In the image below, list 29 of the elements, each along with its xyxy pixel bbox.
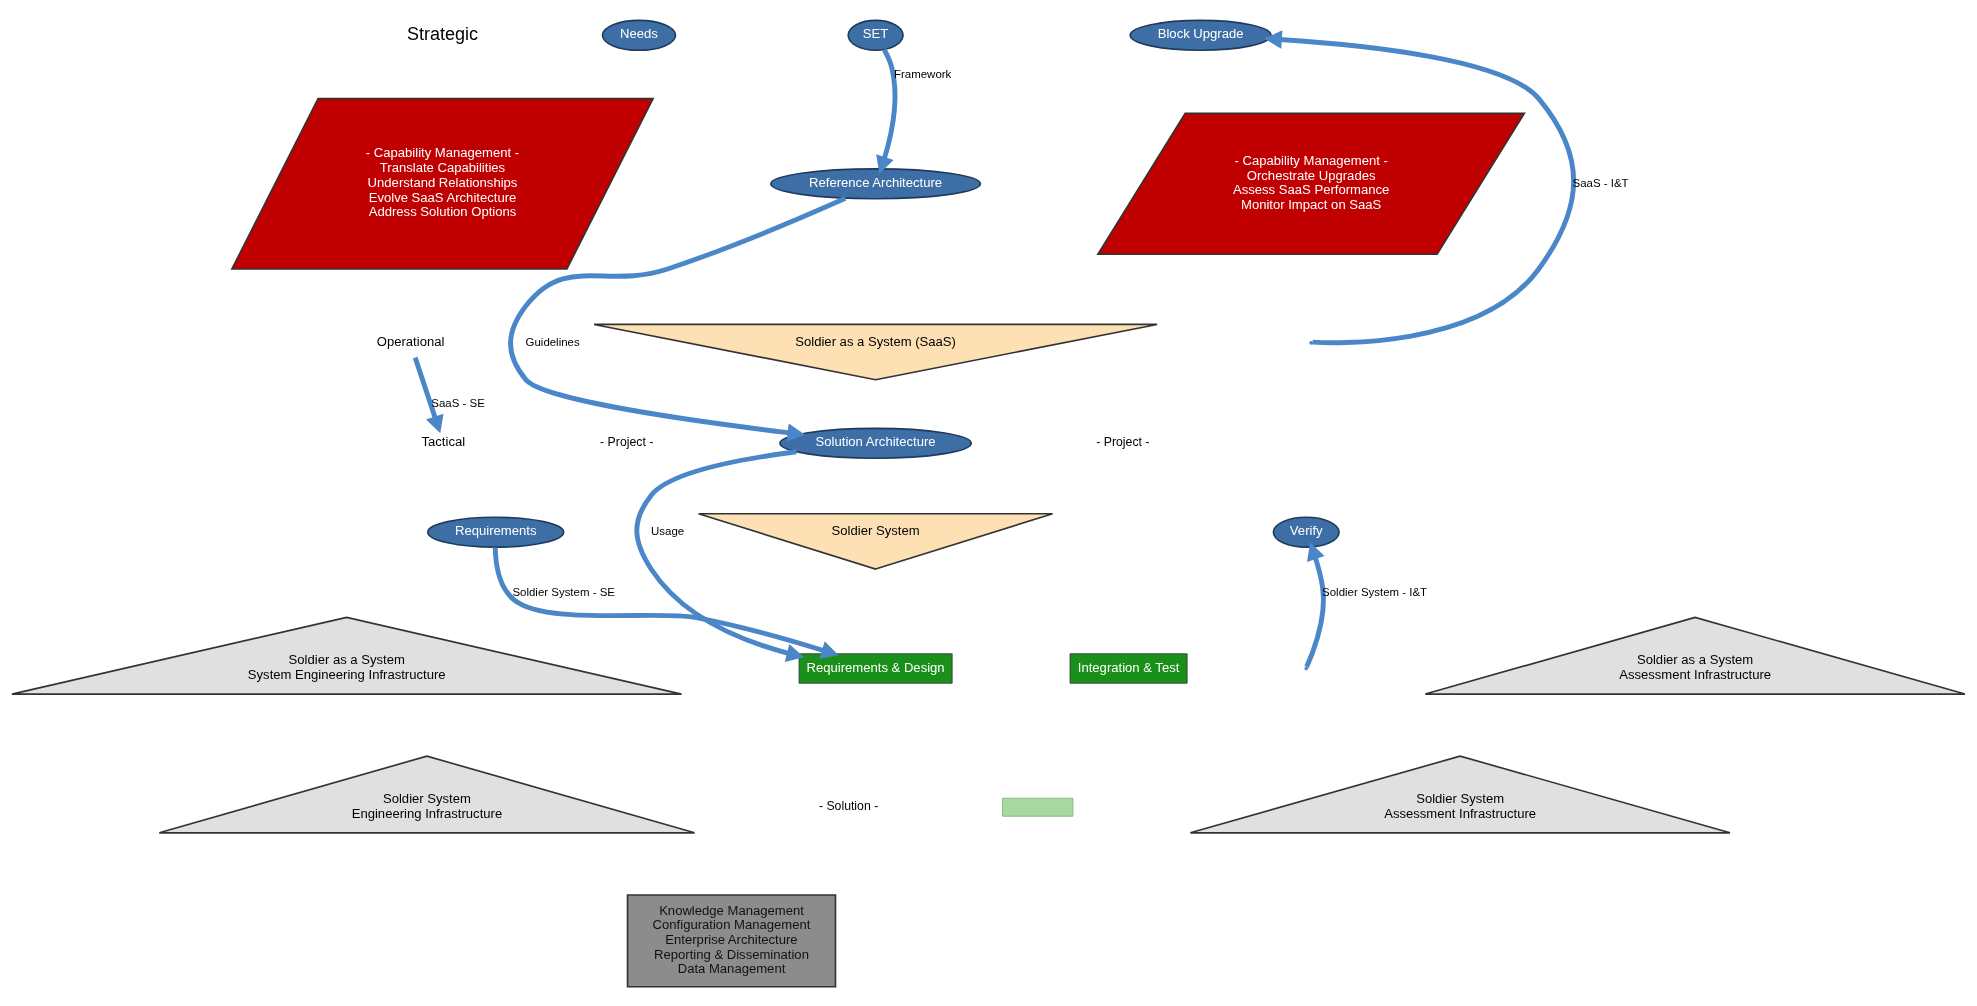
arrow <box>508 195 847 442</box>
node-ellipse: SET <box>847 19 904 51</box>
edge-label: Framework <box>894 67 952 80</box>
arrow <box>876 48 898 174</box>
node-ellipse: Verify <box>1272 515 1340 548</box>
node-ellipse: Needs <box>601 19 677 51</box>
label: - Project - <box>1096 434 1150 449</box>
arrow <box>492 546 839 659</box>
edge-label: Guidelines <box>525 335 580 348</box>
node-text: Tactical <box>421 433 466 449</box>
label: - Project - <box>600 434 654 449</box>
label: - Solution - <box>818 798 879 813</box>
arrow <box>1264 29 1577 345</box>
node-ellipse: Block Upgrade <box>1129 19 1272 51</box>
arrow <box>412 356 444 433</box>
node-text: Operational <box>376 333 445 349</box>
arrow <box>634 448 805 662</box>
node-ellipse: Solution Architecture <box>779 427 973 459</box>
edge-label: SaaS - SE <box>431 396 485 409</box>
node-ellipse: Requirements <box>427 515 565 548</box>
edge-label: Usage <box>651 524 685 537</box>
label: Strategic <box>406 23 479 44</box>
node-bar <box>1002 797 1074 817</box>
node-ellipse: Reference Architecture <box>770 167 982 200</box>
edge-label: Soldier System - SE <box>512 585 615 598</box>
node-box: Integration & Test <box>1069 652 1188 684</box>
node-box: Requirements & Design <box>798 652 953 684</box>
arrow <box>1304 541 1326 668</box>
node-box: Knowledge Management Configuration Management Enterprise Architecture Reporting & Dissemination Data Management <box>626 893 837 988</box>
